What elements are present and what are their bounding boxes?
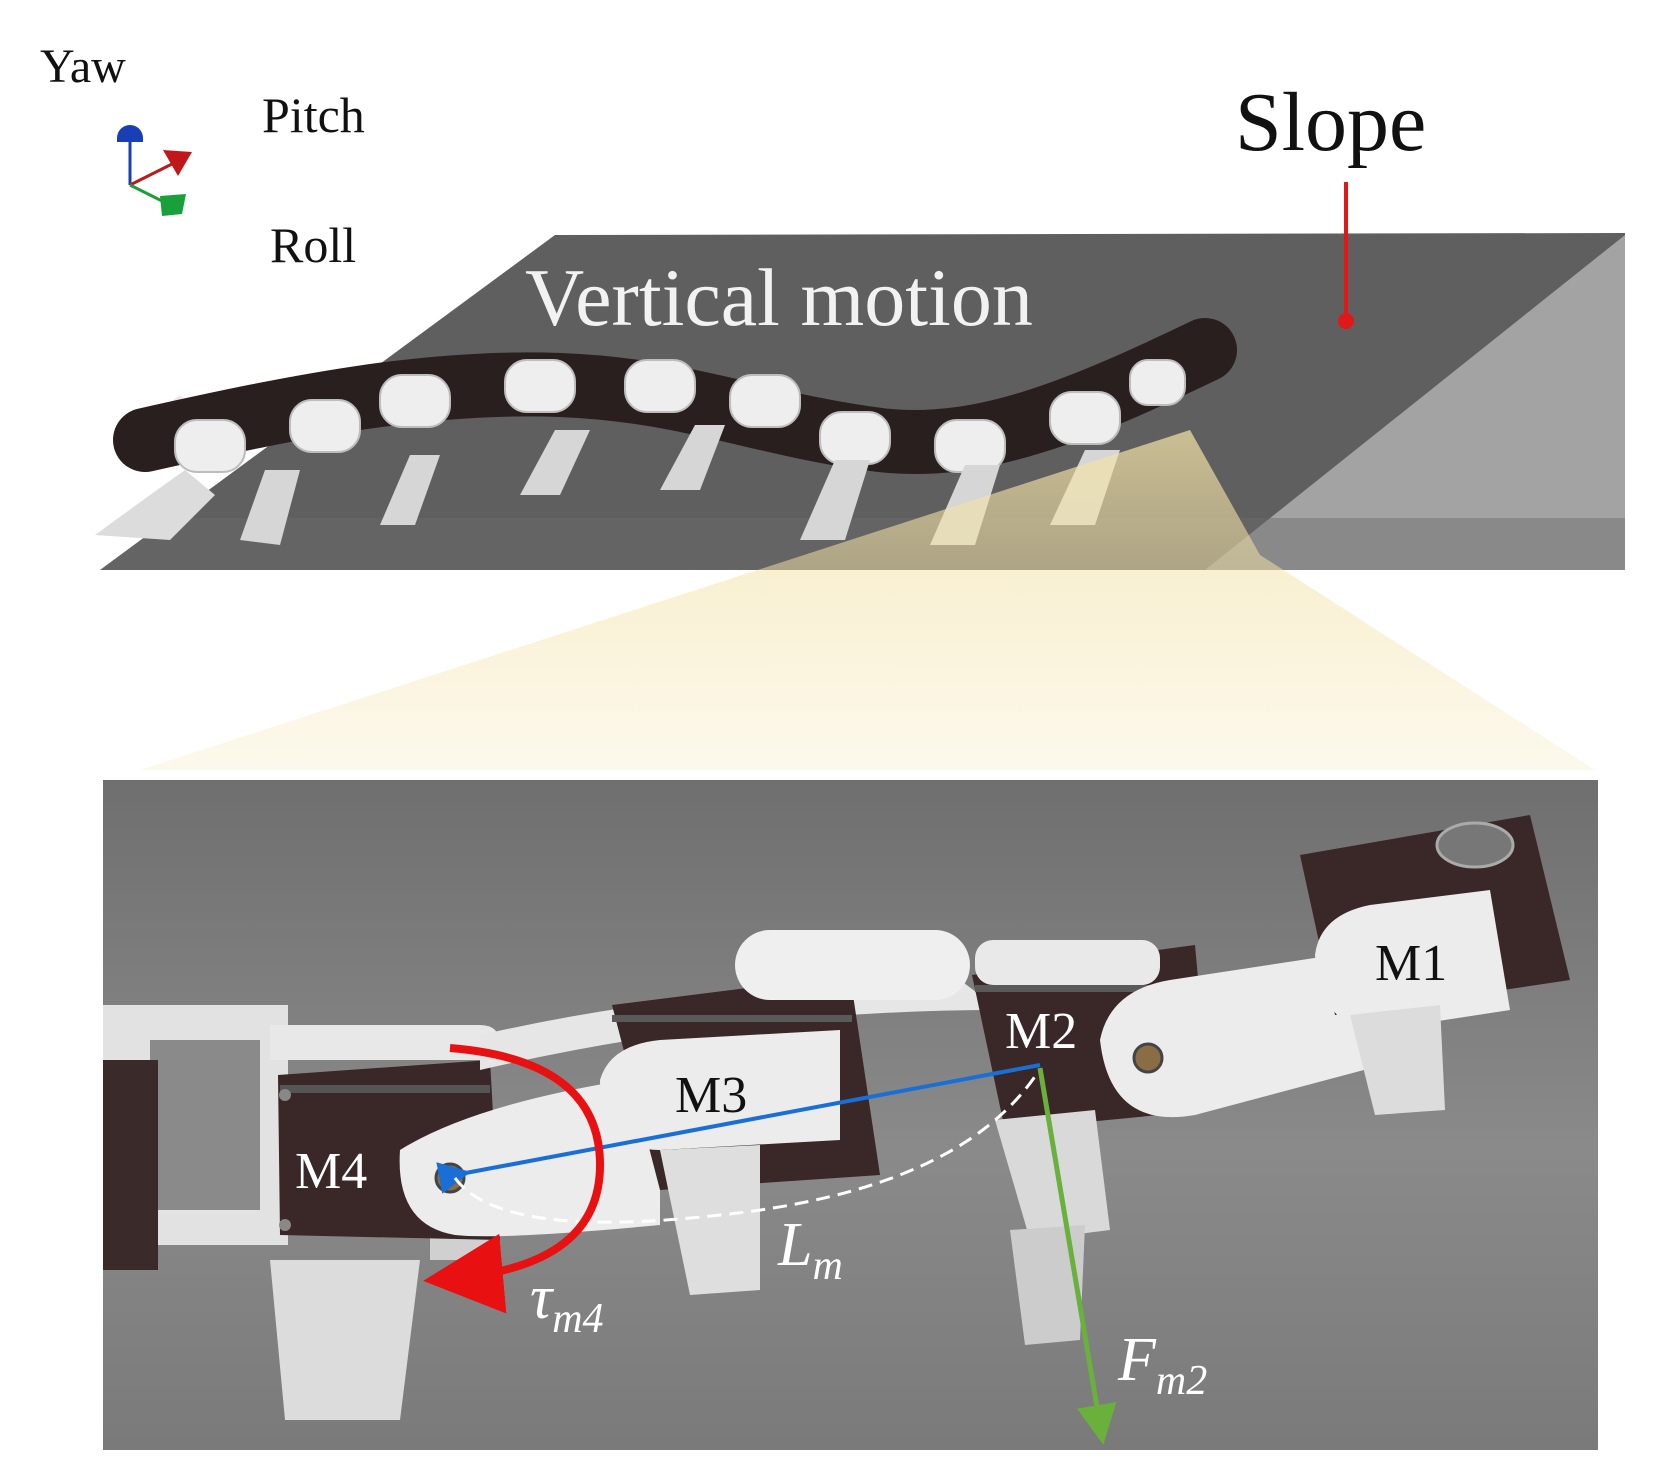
bottom-closeup-panel: M4 M3 M2 M1 xyxy=(103,780,1598,1450)
slope-marker-dot xyxy=(1338,313,1354,329)
top-slope-panel: Slope Vertical motion xyxy=(95,76,1625,570)
roll-label: Roll xyxy=(270,217,356,273)
module-m3: M3 xyxy=(480,930,1000,1295)
zoom-connector xyxy=(140,430,1595,770)
pitch-axis-line xyxy=(129,162,173,187)
module-m4-label: M4 xyxy=(295,1143,367,1200)
torque-arrow xyxy=(423,1044,605,1314)
slope-side-face xyxy=(1205,235,1625,570)
slope-label: Slope xyxy=(1235,76,1426,169)
roll-axis-head-icon xyxy=(160,194,186,216)
module-m1-label: M1 xyxy=(1375,935,1447,992)
length-arc xyxy=(453,1071,1040,1224)
module-m2-label: M2 xyxy=(1005,1003,1077,1060)
motion-label: Vertical motion xyxy=(525,252,1033,343)
pitch-axis-head-icon xyxy=(163,150,192,176)
length-label: Lm xyxy=(777,1211,843,1289)
slope-plane xyxy=(100,233,1625,570)
orientation-triad: Yaw Pitch Roll xyxy=(40,40,365,273)
force-arrow xyxy=(1037,1067,1117,1445)
module-m3-label: M3 xyxy=(675,1067,747,1124)
yaw-axis-head-icon xyxy=(117,125,143,142)
torque-label: τm4 xyxy=(530,1264,604,1342)
module-m1: M1 xyxy=(1100,815,1570,1118)
snake-robot-top xyxy=(95,318,1237,545)
force-label: Fm2 xyxy=(1117,1326,1207,1404)
yaw-label: Yaw xyxy=(40,40,126,93)
pitch-label: Pitch xyxy=(262,87,365,143)
lever-arm-line xyxy=(436,1063,1041,1194)
left-frame xyxy=(103,1005,500,1420)
